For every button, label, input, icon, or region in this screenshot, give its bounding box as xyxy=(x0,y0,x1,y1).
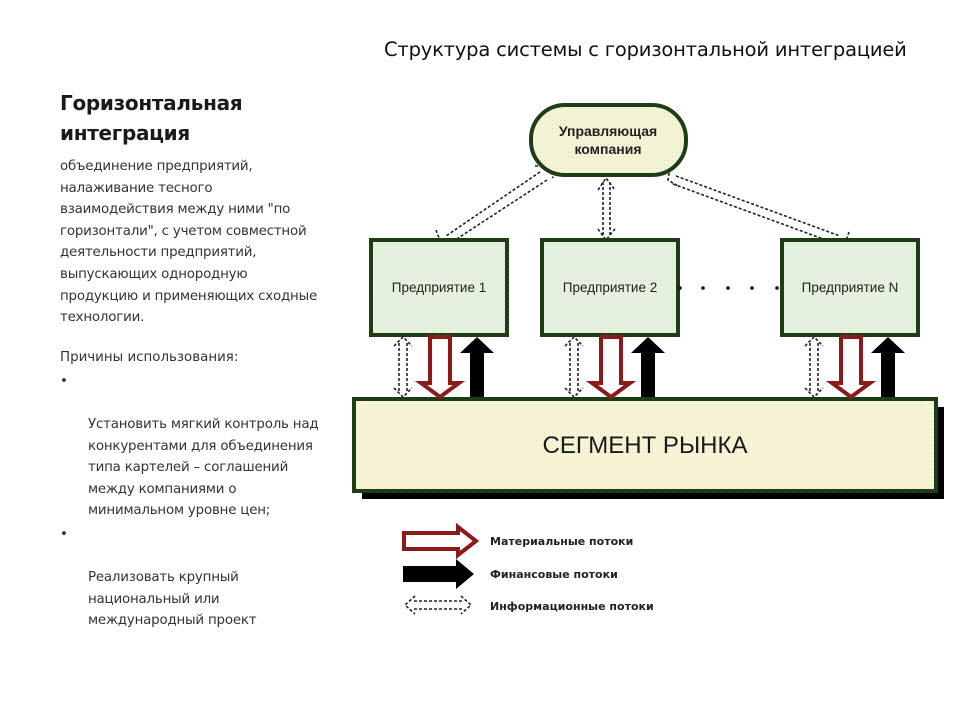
bullet-icon: • xyxy=(60,373,68,389)
heading-line-2: интеграция xyxy=(60,121,190,145)
reason-text: Реализовать крупный национальный или меж… xyxy=(88,570,257,629)
enterprise-label: Предприятие 2 xyxy=(563,280,657,295)
reason-item: • Реализовать крупный национальный или м… xyxy=(60,524,360,632)
flow-arrows xyxy=(393,335,905,400)
flow-group-enterprise-3 xyxy=(804,335,905,400)
section-heading: Горизонтальная интеграция xyxy=(60,88,360,148)
material-flow-arrow xyxy=(414,335,466,400)
management-company-node: Управляющая компания xyxy=(529,103,688,177)
enterprise-node-1: Предприятие 1 xyxy=(369,238,509,337)
information-flow-arrow xyxy=(804,335,824,399)
legend-information-label: Информационные потоки xyxy=(490,600,654,613)
management-label-line2: компания xyxy=(574,141,641,157)
legend-financial-arrow-icon xyxy=(403,559,474,589)
financial-flow-arrow xyxy=(460,337,494,397)
bullet-icon: • xyxy=(60,526,68,542)
reason-item: • Установить мягкий контроль над конкуре… xyxy=(60,371,360,522)
heading-line-1: Горизонтальная xyxy=(60,91,243,115)
left-text-panel: Горизонтальная интеграция объединение пр… xyxy=(60,88,360,632)
flow-group-enterprise-2 xyxy=(564,335,665,400)
slide-title: Структура системы с горизонтальной интег… xyxy=(384,38,907,61)
info-arrow-mgmt-to-entN xyxy=(667,167,850,247)
enterprise-node-N: Предприятие N xyxy=(780,238,920,337)
market-segment-label: СЕГМЕНТ РЫНКА xyxy=(542,432,747,459)
financial-flow-arrow xyxy=(871,337,905,397)
legend: Материальные потоки Финансовые потоки Ин… xyxy=(402,522,654,615)
reason-text: Установить мягкий контроль над конкурент… xyxy=(88,416,319,519)
info-arrow-mgmt-to-ent2 xyxy=(597,176,616,242)
reasons-list: • Установить мягкий контроль над конкуре… xyxy=(60,371,360,632)
legend-financial-label: Финансовые потоки xyxy=(490,568,618,581)
definition-text: объединение предприятий, налаживание тес… xyxy=(60,159,318,326)
ellipsis-dots xyxy=(678,286,779,290)
information-flow-arrow xyxy=(564,335,584,399)
flow-group-enterprise-1 xyxy=(393,335,494,400)
enterprise-label: Предприятие N xyxy=(802,280,899,295)
management-label-line1: Управляющая xyxy=(559,123,657,139)
enterprise-label: Предприятие 1 xyxy=(392,280,486,295)
legend-information-arrow-icon xyxy=(403,595,473,615)
enterprise-node-2: Предприятие 2 xyxy=(540,238,680,337)
market-segment-node: СЕГМЕНТ РЫНКА xyxy=(352,397,944,499)
info-arrow-mgmt-to-ent1 xyxy=(435,165,554,246)
legend-material-label: Материальные потоки xyxy=(490,535,633,548)
reasons-title: Причины использования: xyxy=(60,349,239,365)
financial-flow-arrow xyxy=(631,337,665,397)
material-flow-arrow xyxy=(825,335,877,400)
legend-material-arrow-icon xyxy=(402,522,480,560)
information-flow-arrow xyxy=(393,335,413,399)
material-flow-arrow xyxy=(585,335,637,400)
